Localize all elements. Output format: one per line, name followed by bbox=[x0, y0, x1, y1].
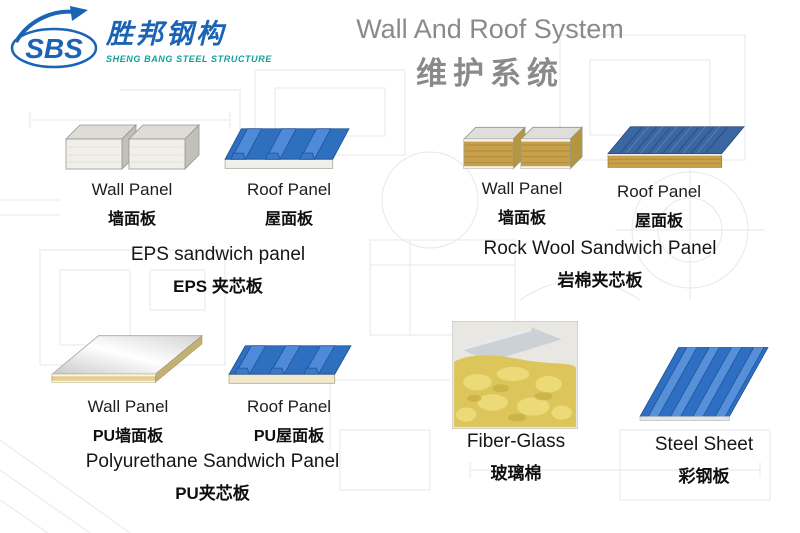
panel-label-en: Wall Panel bbox=[87, 397, 169, 416]
pu-section-title: Polyurethane Sandwich Panel PU夹芯板 bbox=[45, 451, 380, 504]
panel-label-en: Roof Panel bbox=[246, 397, 332, 416]
eps-roof-panel-drawing bbox=[224, 128, 350, 169]
panel-label-en: Roof Panel bbox=[616, 182, 702, 201]
pu-wall-panel-label: Wall Panel PU墙面板 bbox=[58, 397, 198, 446]
panel-label-zh: 墙面板 bbox=[497, 210, 546, 227]
company-name-en: SHENG BANG STEEL STRUCTURE bbox=[106, 54, 272, 64]
steel-sheet-image bbox=[636, 335, 774, 427]
section-title-en: Steel Sheet bbox=[654, 434, 754, 455]
pu-roof-panel-drawing bbox=[228, 345, 352, 384]
section-title-zh: PU夹芯板 bbox=[175, 484, 250, 503]
logo-mark: SBS bbox=[10, 6, 98, 69]
rockwool-wall-panel-label: Wall Panel 墙面板 bbox=[455, 179, 589, 228]
section-title-en: EPS sandwich panel bbox=[130, 244, 306, 265]
page-title-zh: 维护系统 bbox=[416, 56, 564, 91]
fiber-glass-label: Fiber-Glass 玻璃棉 bbox=[453, 431, 579, 484]
eps-roof-panel-image bbox=[219, 114, 351, 176]
section-title-en: Fiber-Glass bbox=[466, 431, 566, 452]
panel-label-zh: 墙面板 bbox=[107, 211, 156, 228]
panel-label-zh: 屋面板 bbox=[264, 211, 313, 228]
panel-label-en: Roof Panel bbox=[246, 180, 332, 199]
section-title-zh: 岩棉夹芯板 bbox=[557, 271, 643, 290]
rockwool-roof-panel-image bbox=[604, 114, 746, 174]
eps-wall-panel-image bbox=[62, 114, 202, 176]
eps-roof-panel-label: Roof Panel 屋面板 bbox=[217, 180, 361, 229]
rockwool-section-title: Rock Wool Sandwich Panel 岩棉夹芯板 bbox=[445, 238, 755, 291]
pu-wall-panel-drawing bbox=[50, 335, 204, 383]
rockwool-roof-panel-drawing bbox=[607, 126, 745, 168]
rockwool-roof-panel-label: Roof Panel 屋面板 bbox=[592, 182, 726, 231]
logo-abbr-text: SBS bbox=[25, 33, 83, 64]
eps-wall-panel-drawing bbox=[65, 124, 200, 170]
steel-sheet-drawing bbox=[639, 347, 769, 421]
rockwool-wall-panel-drawing bbox=[462, 126, 584, 170]
fiber-glass-drawing bbox=[452, 321, 578, 429]
panel-label-zh: PU屋面板 bbox=[253, 428, 325, 445]
panel-label-zh: PU墙面板 bbox=[92, 428, 164, 445]
pu-roof-panel-label: Roof Panel PU屋面板 bbox=[219, 397, 359, 446]
eps-section-title: EPS sandwich panel EPS 夹芯板 bbox=[58, 244, 378, 297]
pu-wall-panel-image bbox=[50, 327, 204, 391]
panel-label-zh: 屋面板 bbox=[634, 213, 683, 230]
section-title-zh: EPS 夹芯板 bbox=[173, 277, 263, 296]
section-title-en: Rock Wool Sandwich Panel bbox=[483, 238, 717, 259]
page-title-en: Wall And Roof System bbox=[356, 14, 624, 44]
steel-sheet-label: Steel Sheet 彩钢板 bbox=[638, 434, 770, 487]
panel-label-en: Wall Panel bbox=[481, 179, 563, 198]
section-title-zh: 彩钢板 bbox=[678, 467, 730, 486]
logo-text-block: 胜邦钢构 SHENG BANG STEEL STRUCTURE bbox=[106, 12, 272, 64]
fiber-glass-image bbox=[452, 321, 578, 429]
company-name-zh: 胜邦钢构 bbox=[106, 19, 226, 49]
company-logo: SBS 胜邦钢构 SHENG BANG STEEL STRUCTURE bbox=[8, 6, 272, 70]
pu-roof-panel-image bbox=[225, 333, 353, 391]
section-title-en: Polyurethane Sandwich Panel bbox=[85, 451, 340, 472]
section-title-zh: 玻璃棉 bbox=[490, 464, 542, 483]
rockwool-wall-panel-image bbox=[460, 116, 586, 176]
panel-label-en: Wall Panel bbox=[91, 180, 173, 199]
eps-wall-panel-label: Wall Panel 墙面板 bbox=[60, 180, 204, 229]
